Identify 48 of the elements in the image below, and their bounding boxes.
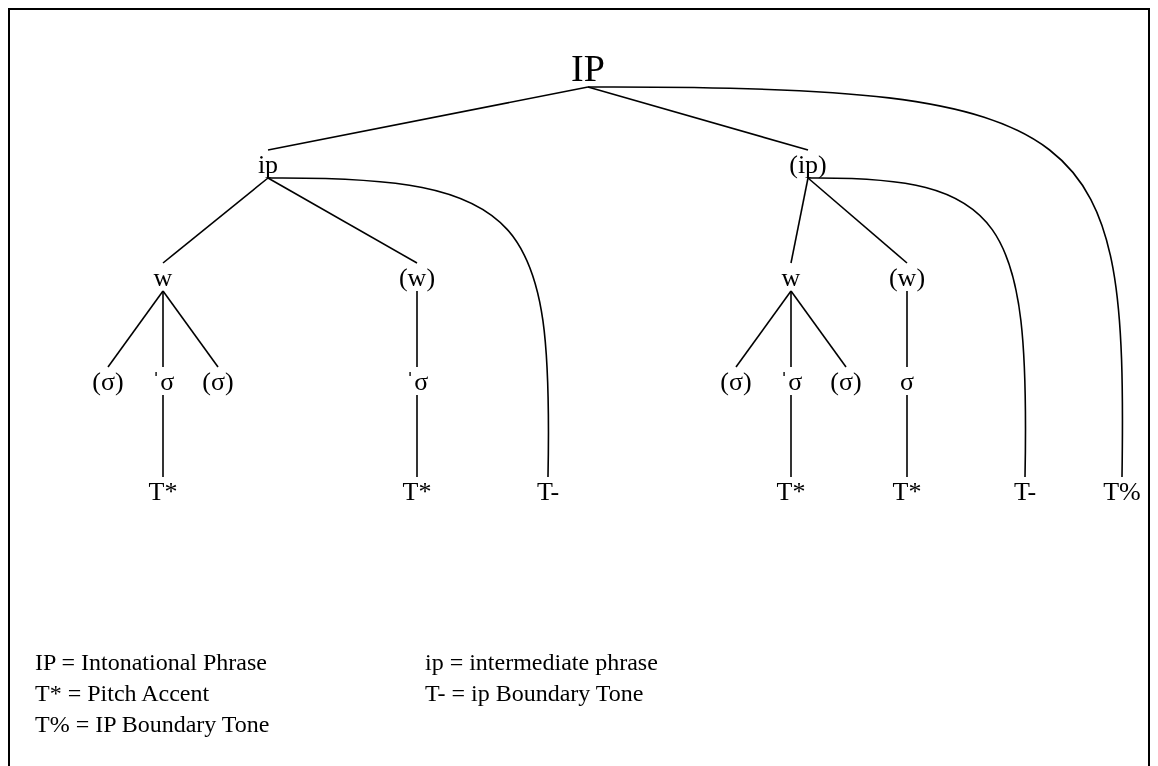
tree-branch	[906, 394, 908, 478]
tree-node-label: T-	[535, 477, 561, 507]
tree-branch	[790, 290, 792, 368]
tree-branch	[807, 177, 908, 264]
tree-branch	[107, 290, 164, 368]
tree-node-label: (w)	[397, 263, 437, 293]
tree-node-label: (σ)	[201, 367, 235, 397]
legend-entry: T% = IP Boundary Tone	[35, 712, 270, 736]
tree-branch	[735, 290, 792, 368]
tree-node-label: (σ)	[719, 367, 753, 397]
tree-branch	[162, 290, 164, 368]
tree-node-label: (σ)	[829, 367, 863, 397]
legend-entry: IP = Intonational Phrase	[35, 650, 267, 674]
tree-node-label: ˈσ	[150, 367, 176, 397]
tree-node-label: ˈσ	[778, 367, 804, 397]
tree-branch	[807, 177, 1027, 478]
tree-node-label: T%	[1102, 477, 1142, 507]
tree-node-label: T*	[401, 477, 433, 507]
legend-entry: T* = Pitch Accent	[35, 681, 210, 705]
tree-branch	[416, 290, 418, 368]
tree-branch	[906, 290, 908, 368]
tree-node-label: IP	[570, 47, 606, 89]
tree-branch	[416, 394, 418, 478]
tree-node-label: T*	[147, 477, 179, 507]
tree-branch	[162, 177, 269, 264]
tree-branch	[587, 86, 809, 151]
tree-node-label: σ	[899, 367, 915, 397]
tree-node-label: ip	[256, 150, 280, 180]
tree-node-label: (w)	[887, 263, 927, 293]
tree-branch	[790, 290, 847, 368]
tree-branch	[267, 177, 418, 264]
tree-node-label: w	[780, 263, 802, 293]
tree-node-label: ˈσ	[404, 367, 430, 397]
tree-branch	[162, 290, 219, 368]
tree-branch	[587, 86, 1124, 478]
tree-node-label: (σ)	[91, 367, 125, 397]
legend-entry: T- = ip Boundary Tone	[425, 681, 644, 705]
tree-branch	[267, 177, 550, 478]
tree-branch	[162, 394, 164, 478]
tree-branch	[790, 394, 792, 478]
tree-node-label: T*	[891, 477, 923, 507]
tree-node-label: T*	[775, 477, 807, 507]
legend-entry: ip = intermediate phrase	[425, 650, 658, 674]
tree-branch	[790, 177, 809, 264]
tree-node-label: T-	[1012, 477, 1038, 507]
tree-branch	[267, 86, 589, 151]
tree-node-label: w	[152, 263, 174, 293]
tree-node-label: (ip)	[788, 150, 828, 180]
